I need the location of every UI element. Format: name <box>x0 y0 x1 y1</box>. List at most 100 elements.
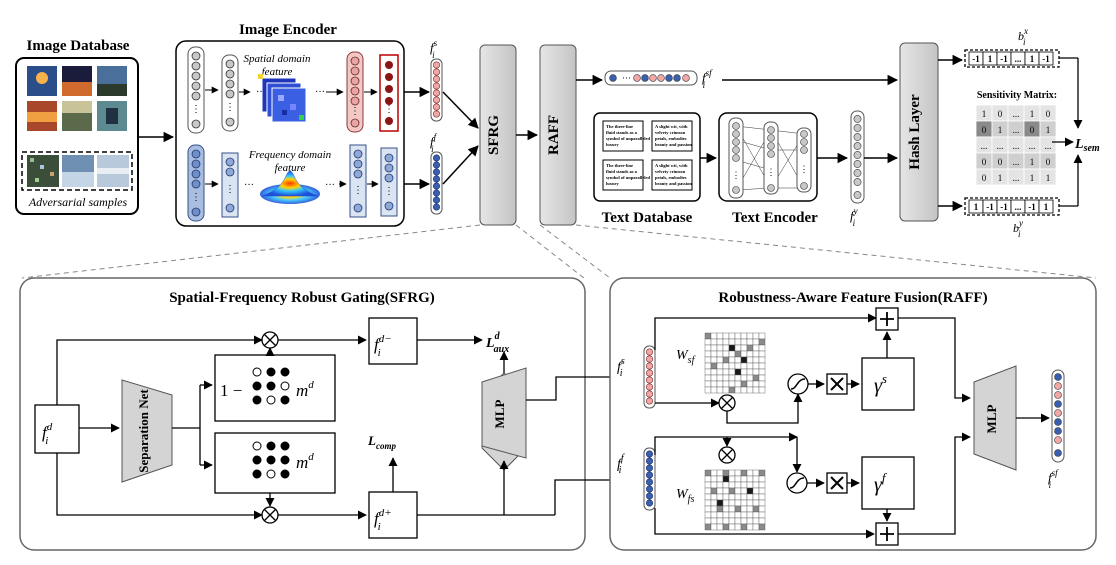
svg-text:⋮: ⋮ <box>191 104 201 115</box>
svg-text:0: 0 <box>1046 109 1051 119</box>
text-encoder-title: Text Encoder <box>732 210 818 226</box>
matrix-cell: ... <box>1039 136 1057 154</box>
raff-multiply-bottom <box>718 446 736 464</box>
svg-text:0: 0 <box>998 157 1003 167</box>
multiply-node-bottom <box>261 506 279 524</box>
svg-text:fsi: fsi <box>430 38 438 60</box>
by-code-cell: 1 <box>968 199 984 214</box>
svg-text:1: 1 <box>1046 125 1051 135</box>
md-label-2: md <box>296 451 314 472</box>
svg-text:0: 0 <box>982 173 987 183</box>
fd-minus-label: fd−i <box>374 333 392 359</box>
svg-text:⋮: ⋮ <box>732 170 741 180</box>
matrix-cell: 1 <box>991 168 1009 186</box>
svg-text:⋮: ⋮ <box>353 185 363 196</box>
matrix-cell: ... <box>975 136 993 154</box>
one-minus-label: 1 − <box>220 381 242 400</box>
sigmoid-bottom <box>786 472 808 494</box>
svg-text:0: 0 <box>982 125 987 135</box>
l-sem-label: Lsem <box>1074 137 1100 154</box>
svg-text:-1: -1 <box>1000 202 1008 212</box>
matrix-cell: ... <box>1007 136 1025 154</box>
svg-text:0: 0 <box>998 109 1003 119</box>
matrix-cell: ... <box>1007 152 1025 170</box>
matrix-cell: 1 <box>1039 120 1057 138</box>
by-code-cell: -1 <box>996 199 1012 214</box>
svg-text:⋮: ⋮ <box>350 106 360 117</box>
matrix-cell: 0 <box>975 152 993 170</box>
sfrg-panel: Spatial-Frequency Robust Gating(SFRG) fd… <box>19 277 642 551</box>
fd-plus-label: fd+i <box>374 507 392 533</box>
bx-code-cell: -1 <box>968 51 984 66</box>
matrix-cell: ... <box>1007 104 1025 122</box>
image-encoder-title: Image Encoder <box>239 22 337 38</box>
matrix-cell: 1 <box>1023 168 1041 186</box>
matrix-cell: 0 <box>1023 120 1041 138</box>
svg-text:1: 1 <box>1044 202 1049 212</box>
matrix-cell: ... <box>1023 136 1041 154</box>
adversarial-thumbnails <box>27 155 129 187</box>
sfrg-mlp: MLP <box>492 400 507 429</box>
wsf-matrix <box>704 332 766 394</box>
svg-text:...: ... <box>1045 141 1052 151</box>
svg-text:1: 1 <box>1030 54 1035 64</box>
matrix-cell: 0 <box>1039 152 1057 170</box>
by-code-cell: -1 <box>1024 199 1040 214</box>
svg-text:...: ... <box>1013 125 1020 135</box>
bx-code-cell: -1 <box>1038 51 1054 66</box>
svg-text:-1: -1 <box>986 202 994 212</box>
svg-text:1: 1 <box>988 54 993 64</box>
matrix-cell: 0 <box>975 120 993 138</box>
add-node-bottom <box>875 522 899 546</box>
text-database-title: Text Database <box>602 210 693 226</box>
matrix-cell: 1 <box>1023 104 1041 122</box>
svg-text:Hash Layer: Hash Layer <box>907 94 923 170</box>
image-thumbnails <box>27 66 127 131</box>
wfs-label: Wfs <box>676 487 694 505</box>
wsf-label: Wsf <box>676 348 696 366</box>
matrix-cell: 0 <box>991 152 1009 170</box>
matrix-cell: ... <box>1007 168 1025 186</box>
svg-text:1: 1 <box>998 173 1003 183</box>
svg-text:...: ... <box>1013 109 1020 119</box>
svg-text:-1: -1 <box>972 54 980 64</box>
matrix-cell: 0 <box>991 104 1009 122</box>
svg-text:⋮: ⋮ <box>225 184 235 195</box>
by-code-cell: ... <box>1010 199 1026 214</box>
matrix-cell: ... <box>991 136 1009 154</box>
svg-text:1: 1 <box>982 109 987 119</box>
svg-text:0: 0 <box>1046 157 1051 167</box>
svg-text:1: 1 <box>998 125 1003 135</box>
svg-text:-1: -1 <box>1042 54 1050 64</box>
l-comp-label: Lcomp <box>367 433 396 451</box>
matrix-cell: ... <box>1007 120 1025 138</box>
svg-text:...: ... <box>997 141 1004 151</box>
adversarial-samples-label: Adversarial samples <box>28 195 128 209</box>
matrix-cell: 1 <box>1023 152 1041 170</box>
matrix-cell: 1 <box>1039 168 1057 186</box>
text-encoder: ⋮ ⋮ ⋮ Text Encoder <box>718 112 818 226</box>
svg-text:RAFF: RAFF <box>546 115 562 155</box>
bx-code-cell: ... <box>1010 51 1026 66</box>
sigmoid-top <box>787 373 809 395</box>
bx-code-cell: 1 <box>982 51 998 66</box>
svg-text:ffi: ffi <box>430 132 438 154</box>
svg-text:1: 1 <box>1046 173 1051 183</box>
sfrg-panel-title: Spatial-Frequency Robust Gating(SFRG) <box>169 290 435 306</box>
svg-text:...: ... <box>1013 141 1020 151</box>
